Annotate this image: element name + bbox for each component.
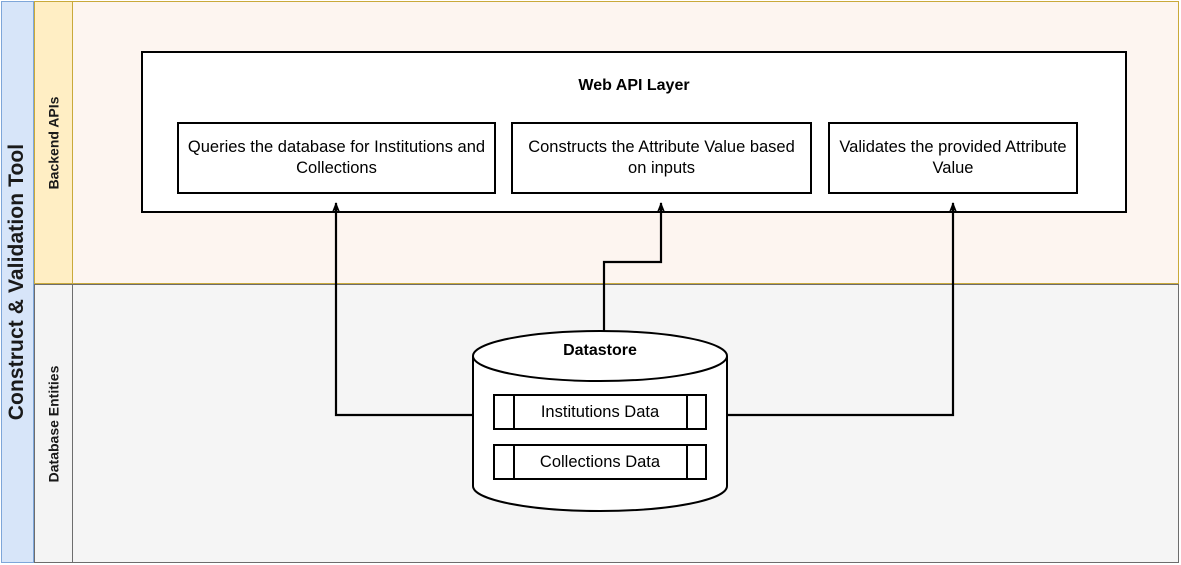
api-task-label: Queries the database for Institutions an…	[187, 137, 486, 177]
datastore-row-collections[interactable]: Collections Data	[493, 444, 707, 480]
row-right-bar	[686, 446, 688, 478]
datastore-title: Datastore	[563, 342, 637, 359]
datastore-cylinder[interactable]: Datastore Institutions Data Collections …	[472, 330, 728, 512]
api-task-constructs-attribute-value[interactable]: Constructs the Attribute Value based on …	[511, 122, 812, 194]
row-right-bar	[686, 396, 688, 428]
row-left-bar	[513, 396, 515, 428]
lane-label-database-entities: Database Entities	[45, 365, 62, 482]
api-task-validates-attribute-value[interactable]: Validates the provided Attribute Value	[828, 122, 1078, 194]
row-left-bar	[513, 446, 515, 478]
datastore-row-label: Institutions Data	[540, 402, 660, 421]
pool-title: Construct & Validation Tool	[5, 143, 29, 421]
web-api-layer-title: Web API Layer	[578, 77, 690, 94]
datastore-row-label: Collections Data	[539, 452, 661, 471]
pool-title-band: Construct & Validation Tool	[1, 1, 34, 563]
lane-label-backend-apis: Backend APIs	[45, 96, 62, 189]
api-task-label: Validates the provided Attribute Value	[839, 137, 1067, 177]
lane-header-database-entities: Database Entities	[34, 284, 73, 563]
datastore-row-institutions[interactable]: Institutions Data	[493, 394, 707, 430]
api-task-label: Constructs the Attribute Value based on …	[528, 137, 795, 177]
api-task-queries-database[interactable]: Queries the database for Institutions an…	[177, 122, 496, 194]
lane-header-backend-apis: Backend APIs	[34, 1, 73, 284]
